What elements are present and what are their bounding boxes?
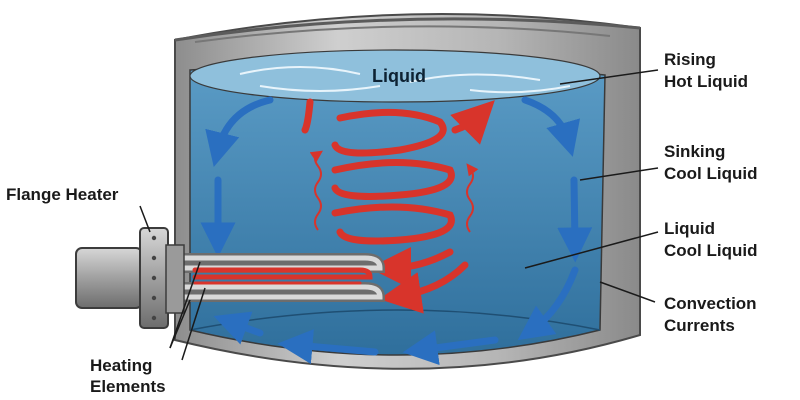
convection-arrow [521,96,581,157]
leader-lines [139,69,659,361]
convection-arrow [213,311,264,345]
sinking-cool-liquid-label-line2: Cool Liquid [664,164,758,183]
heating-elements-label-line1: Heating [90,356,153,375]
convection-currents-label-line1: Convection [664,294,757,313]
flange-heater [75,227,185,329]
liquid-body [189,49,606,356]
convection-arrows [200,96,593,366]
rising-heat-waves [309,150,479,233]
rising-hot-liquid-label-line2: Hot Liquid [664,72,749,91]
convection-currents-label-line2: Currents [664,316,735,335]
sinking-cool-liquid-label-line1: Sinking [664,142,726,161]
flange-heater-label: Flange Heater [6,185,119,204]
heating-element-rods [160,253,386,302]
convection-arrow [557,176,593,263]
convection-arrow [205,96,274,167]
convection-arrow [277,329,379,364]
convection-arrow [517,266,579,341]
liquid-cool-liquid-label-line1: Liquid [664,219,715,238]
heating-elements-label-line2: Elements [90,377,166,396]
liquid-label: Liquid [372,66,426,86]
rising-hot-liquid-label-line1: Rising [664,50,716,69]
convection-arrow [402,330,499,366]
liquid-cool-liquid-label-line2: Cool Liquid [664,241,758,260]
heating-coil [301,98,495,314]
